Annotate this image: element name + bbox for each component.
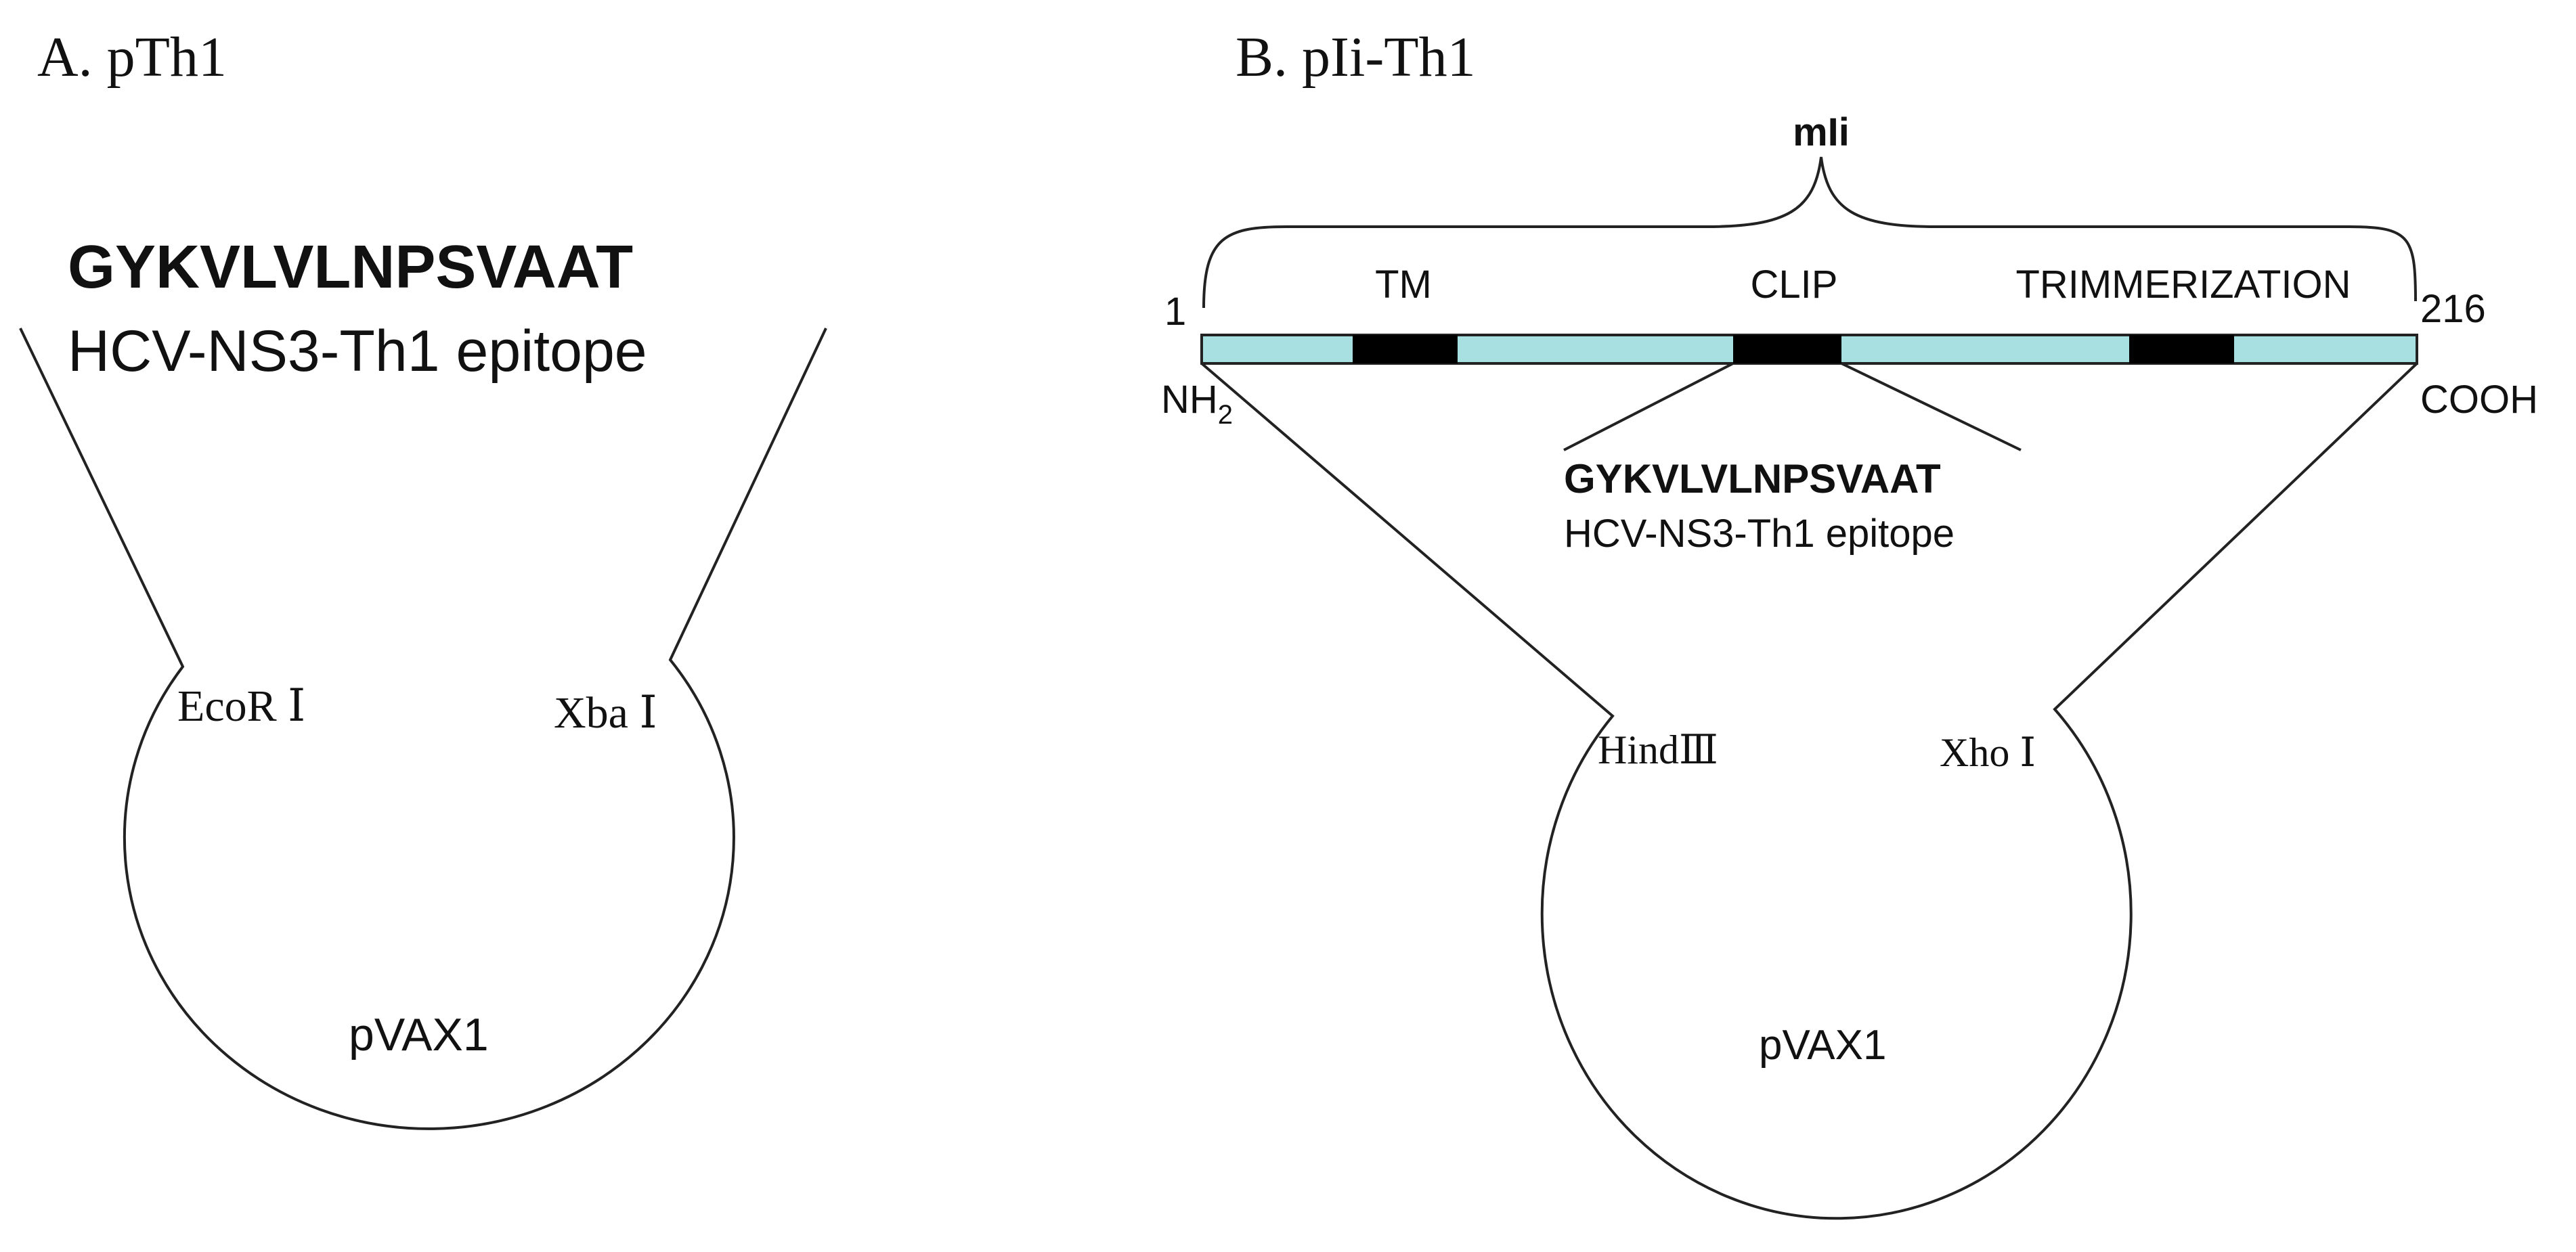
panel-b: B. pIi-Th1 mIi TM CLIP TRIMMERIZATION 1 … bbox=[1161, 26, 2538, 1220]
panel-a-site-xbai: Xba Ⅰ bbox=[554, 688, 657, 738]
panel-b-start-residue: 1 bbox=[1164, 290, 1186, 334]
panel-a-title: A. pTh1 bbox=[37, 26, 227, 89]
panel-b-domain-tm: TM bbox=[1375, 263, 1432, 307]
panel-a-epitope-label: HCV-NS3-Th1 epitope bbox=[68, 319, 647, 384]
panel-a-site-ecori: EcoR Ⅰ bbox=[177, 681, 305, 731]
panel-b-c-terminus: COOH bbox=[2420, 378, 2538, 422]
panel-a-plasmid-label: pVAX1 bbox=[349, 1009, 489, 1060]
panel-b-plasmid-label: pVAX1 bbox=[1759, 1022, 1886, 1069]
panel-b-plasmid-outline bbox=[1200, 362, 2418, 1220]
clip-to-epitope-lines bbox=[1563, 362, 2022, 451]
panel-b-end-residue: 216 bbox=[2420, 287, 2486, 331]
panel-b-protein-bar bbox=[1200, 334, 2418, 365]
panel-a: A. pTh1 GYKVLVLNPSVAAT HCV-NS3-Th1 epito… bbox=[19, 26, 827, 1130]
panel-b-protein-label: mIi bbox=[1793, 110, 1850, 154]
panel-b-epitope-sequence: GYKVLVLNPSVAAT bbox=[1564, 456, 1941, 501]
panel-b-brace bbox=[1202, 156, 2417, 309]
trimerization-domain-block bbox=[2129, 335, 2234, 363]
panel-b-domain-clip: CLIP bbox=[1751, 263, 1838, 307]
panel-b-site-xhoi: Xho Ⅰ bbox=[1940, 730, 2036, 775]
panel-b-site-hindiii: HindⅢ bbox=[1598, 728, 1718, 772]
panel-b-epitope-label: HCV-NS3-Th1 epitope bbox=[1564, 512, 1955, 556]
panel-b-domain-trimerization: TRIMMERIZATION bbox=[2015, 263, 2351, 307]
panel-b-title: B. pIi-Th1 bbox=[1236, 26, 1476, 89]
panel-a-epitope-sequence: GYKVLVLNPSVAAT bbox=[68, 233, 633, 301]
panel-a-plasmid-outline bbox=[19, 328, 827, 1130]
panel-b-n-terminus: NH2 bbox=[1161, 378, 1233, 430]
tm-domain-block bbox=[1353, 335, 1458, 363]
clip-domain-block bbox=[1733, 335, 1841, 363]
